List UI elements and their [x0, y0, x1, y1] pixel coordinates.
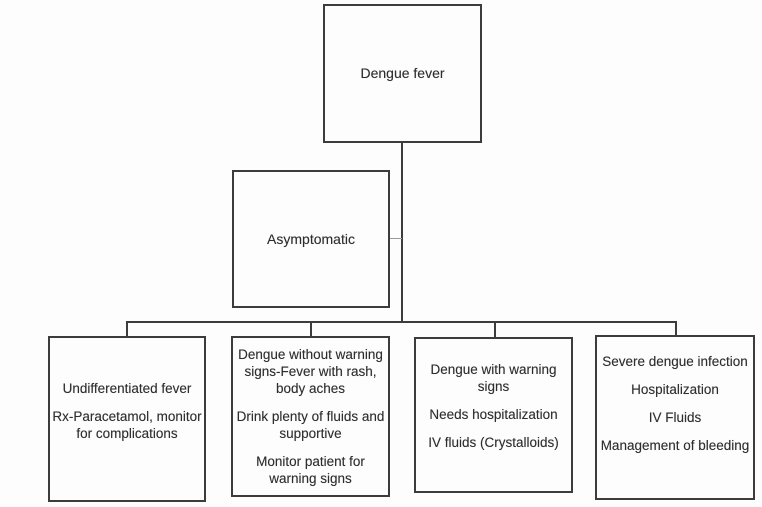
- node-text: IV Fluids: [648, 410, 702, 425]
- node-dengue-fever: Dengue fever: [323, 4, 482, 143]
- node-text: Severe dengue infection: [602, 354, 748, 369]
- node-dengue-fever-label: Dengue fever: [360, 65, 445, 81]
- node-text: Undifferentiated fever: [62, 381, 192, 396]
- node-undifferentiated-fever: Undifferentiated fever Rx-Paracetamol, m…: [48, 336, 206, 502]
- node-text: Drink plenty of fluids and supportive: [236, 409, 385, 441]
- connector-stub-with-warning: [494, 321, 496, 337]
- node-text: IV fluids (Crystalloids): [428, 435, 559, 450]
- node-dengue-with-warning-signs: Dengue with warning signs Needs hospital…: [414, 337, 573, 493]
- node-asymptomatic: Asymptomatic: [232, 170, 390, 308]
- node-dengue-without-warning-signs: Dengue without warning signs-Fever with …: [231, 336, 390, 497]
- node-text: Dengue with warning signs: [430, 362, 557, 394]
- connector-root-to-bus: [401, 143, 403, 323]
- node-text: Management of bleeding: [600, 438, 750, 453]
- connector-asymptomatic-tick: [390, 238, 402, 239]
- connector-stub-without-warning: [310, 321, 312, 337]
- node-text: Monitor patient for warning signs: [256, 454, 365, 486]
- node-text: Needs hospitalization: [429, 407, 558, 422]
- node-text: Hospitalization: [631, 382, 719, 397]
- node-asymptomatic-label: Asymptomatic: [267, 230, 355, 247]
- connector-stub-undifferentiated: [126, 321, 128, 337]
- connector-horizontal-bus: [126, 321, 677, 323]
- node-severe-dengue-infection: Severe dengue infection Hospitalization …: [595, 335, 755, 500]
- connector-stub-severe: [675, 321, 677, 337]
- node-text: Rx-Paracetamol, monitor for complication…: [52, 409, 202, 441]
- node-text: Dengue without warning signs-Fever with …: [238, 347, 383, 396]
